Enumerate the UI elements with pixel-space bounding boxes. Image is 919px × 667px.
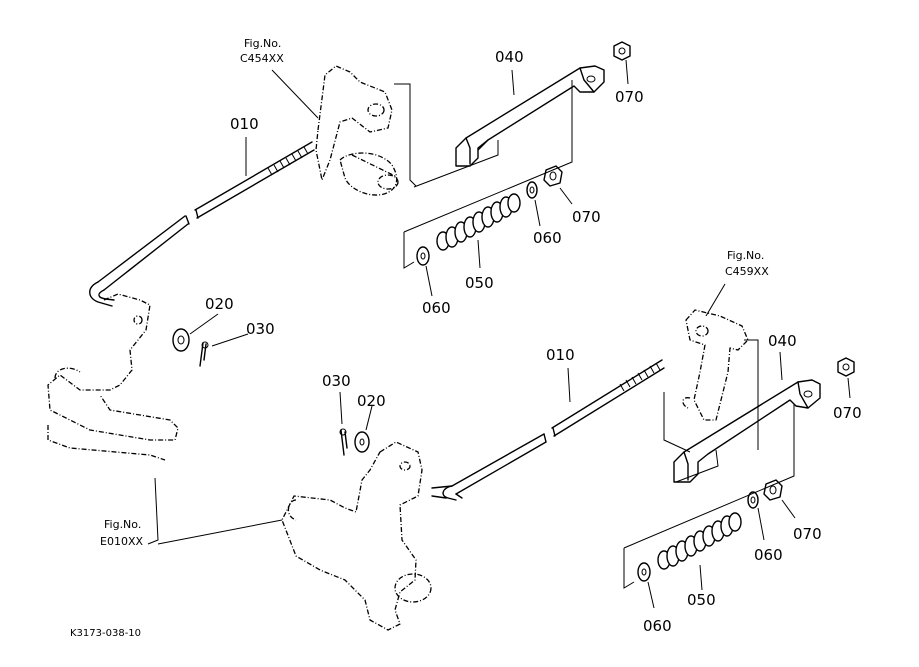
lower-right-parts bbox=[623, 339, 855, 589]
callout-pin-b: 030 bbox=[322, 372, 351, 390]
figure-reference-bottom: Fig.No. E010XX bbox=[100, 518, 143, 548]
callout-bracket-b: 040 bbox=[768, 332, 797, 350]
pin-030-lower bbox=[339, 428, 348, 456]
upper-left-assembly bbox=[47, 65, 399, 461]
lower-center-lever bbox=[281, 441, 432, 631]
lower-assembly bbox=[281, 309, 749, 631]
callout-rod-a: 010 bbox=[230, 115, 259, 133]
upper-right-parts bbox=[394, 41, 631, 269]
svg-text:E010XX: E010XX bbox=[100, 535, 143, 548]
upper-mount-bracket bbox=[315, 65, 399, 196]
callout-washer-outer-b: 060 bbox=[643, 617, 672, 635]
control-rod-upper bbox=[89, 141, 315, 307]
callout-washer-outer-a: 060 bbox=[422, 299, 451, 317]
diagram-code: K3173-038-10 bbox=[70, 628, 141, 639]
figure-reference-right: Fig.No. C459XX bbox=[725, 249, 769, 278]
svg-text:Fig.No.: Fig.No. bbox=[727, 249, 764, 262]
callout-nut-top-b: 070 bbox=[833, 404, 862, 422]
svg-text:C459XX: C459XX bbox=[725, 265, 769, 278]
spring-050-lower bbox=[657, 512, 742, 570]
lower-mount-bracket bbox=[682, 309, 749, 421]
callout-nut-top-a: 070 bbox=[615, 88, 644, 106]
nut-070-top-upper bbox=[613, 41, 631, 61]
callout-washer-a: 020 bbox=[205, 295, 234, 313]
washer-060-inner-lower bbox=[747, 491, 759, 509]
callout-nut-mid-a: 070 bbox=[572, 208, 601, 226]
callout-rod-b: 010 bbox=[546, 346, 575, 364]
svg-text:Fig.No.: Fig.No. bbox=[104, 518, 141, 531]
bracket-040-lower bbox=[673, 379, 821, 483]
callout-spring-a: 050 bbox=[465, 274, 494, 292]
svg-text:Fig.No.: Fig.No. bbox=[244, 37, 281, 50]
bracket-040-upper bbox=[455, 65, 605, 167]
figure-reference-top: Fig.No. C454XX bbox=[240, 37, 284, 65]
nut-070-mid-upper bbox=[543, 165, 563, 187]
washer-020-upper bbox=[172, 328, 190, 352]
pin-030-upper bbox=[199, 341, 209, 367]
nut-070-top-lower bbox=[837, 357, 855, 377]
washer-060-outer-lower bbox=[637, 562, 651, 582]
callout-washer-inner-a: 060 bbox=[533, 229, 562, 247]
lower-left-lever bbox=[47, 293, 179, 461]
callout-bracket-a: 040 bbox=[495, 48, 524, 66]
svg-text:C454XX: C454XX bbox=[240, 52, 284, 65]
spring-050-upper bbox=[436, 193, 521, 251]
callout-washer-inner-b: 060 bbox=[754, 546, 783, 564]
callout-spring-b: 050 bbox=[687, 591, 716, 609]
callout-washer-b: 020 bbox=[357, 392, 386, 410]
washer-020-lower bbox=[354, 431, 370, 453]
leader-lines bbox=[147, 59, 851, 609]
callout-pin-a: 030 bbox=[246, 320, 275, 338]
nut-070-mid-lower bbox=[763, 479, 783, 501]
callout-nut-mid-b: 070 bbox=[793, 525, 822, 543]
washer-060-outer-upper bbox=[416, 246, 430, 266]
washer-060-inner-upper bbox=[526, 181, 538, 199]
control-rod-lower bbox=[431, 359, 665, 501]
